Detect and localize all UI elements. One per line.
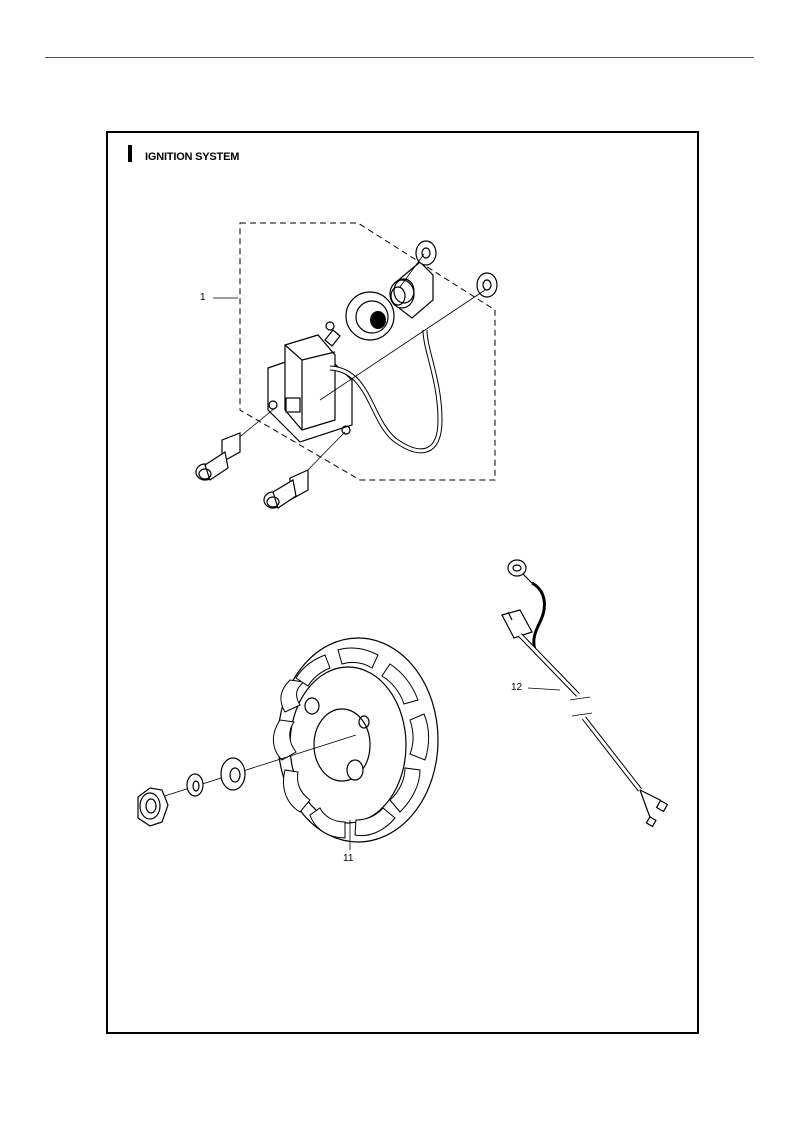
- callout-11: 11: [343, 853, 354, 864]
- wire-harness-assembly: [501, 559, 669, 828]
- group-outline: [239, 222, 496, 481]
- section-marker: [128, 145, 132, 162]
- callout-12: 12: [511, 682, 523, 693]
- flywheel-assembly: [137, 637, 439, 850]
- section-title: IGNITION SYSTEM: [145, 151, 240, 163]
- diagram-frame: [106, 131, 699, 1034]
- callout-1: 1: [200, 292, 206, 303]
- ignition-module-assembly: [195, 222, 498, 509]
- header-rule: [45, 57, 754, 58]
